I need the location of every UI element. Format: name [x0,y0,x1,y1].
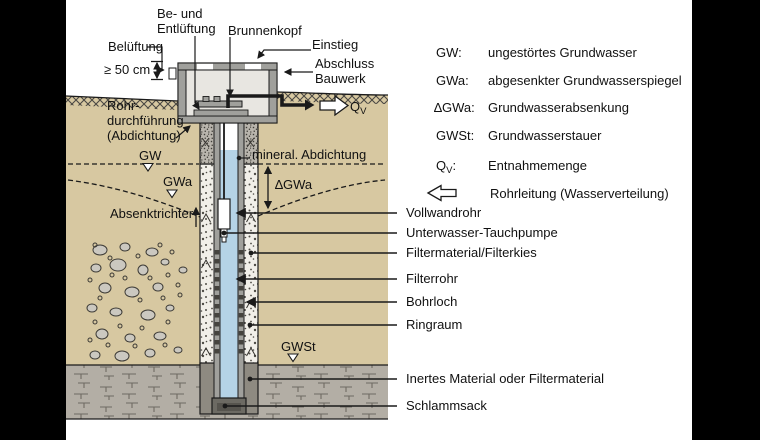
water-level-triangles [141,162,300,363]
entry-opening [197,63,213,70]
label-abschluss-bauwerk: Abschluss Bauwerk [315,56,375,86]
label-qv: QV [350,99,367,117]
callout-dots [221,230,254,409]
left-letterbox [0,0,66,440]
right-letterbox [692,0,760,440]
callout-inertes-material: Inertes Material oder Filtermaterial [406,371,604,386]
callout-leader-lines [224,207,397,407]
discharge-pipe [226,94,350,117]
label-delta-gwa: ∆GWa [275,177,313,192]
label-absenktrichter: Absenktrichter [110,206,194,221]
label-mineral-abdichtung: mineral. Abdichtung [252,147,367,162]
legend-desc-gw: ungestörtes Grundwasser [488,45,637,60]
gwst-triangle [286,353,300,363]
legend-term-gwst: GWSt: [436,128,475,143]
legend-desc-qv: Entnahmemenge [488,158,588,173]
legend-desc-gwst: Grundwasserstauer [488,128,602,143]
legend-term-qv: QV: [436,158,457,176]
label-rohrdurchfuehrung: Rohr- durchführung (Abdichtung) [107,98,184,143]
label-einstieg: Einstieg [312,37,359,52]
callout-filtermaterial-filterkies: Filtermaterial/Filterkies [406,245,537,260]
pipe-legend-arrow [426,184,457,202]
well-pipe [211,107,247,415]
legend-term-delta-gwa: ∆GWa: [434,100,475,115]
flow-arrow [319,94,350,117]
legend-term-gw: GW: [436,45,462,60]
soil-pebbles [86,242,188,362]
gw-triangle [141,162,155,172]
label-brunnenkopf: Brunnenkopf [228,23,302,38]
legend-desc-rohrleitung: Rohrleitung (Wasserverteilung) [490,186,669,201]
label-be-und-entlueftung: Be- und Entlüftung [157,6,216,36]
callout-vollwandrohr: Vollwandrohr [406,205,482,220]
callout-filterrohr: Filterrohr [406,271,459,286]
label-gw: GW [139,148,162,163]
entry-opening [245,63,261,70]
groundwater-lines [67,163,386,227]
callout-bohrloch: Bohrloch [406,294,458,309]
label-gwst: GWSt [281,339,316,354]
aeration-vent [168,67,177,80]
wellhead-chamber [168,62,278,124]
callout-ringraum: Ringraum [406,317,463,332]
label-belueftung: Belüftung [108,39,163,54]
legend-desc-gwa: abgesenkter Grundwasserspiegel [488,73,682,88]
legend-term-gwa: GWa: [436,73,469,88]
filter-slots [214,250,244,354]
gwa-triangle [165,189,179,199]
label-min-height: ≥ 50 cm [104,62,151,77]
callout-unterwasser-tauchpumpe: Unterwasser-Tauchpumpe [406,225,558,240]
label-gwa: GWa [163,174,193,189]
callout-schlammsack: Schlammsack [406,398,487,413]
legend-desc-delta-gwa: Grundwasserabsenkung [488,100,629,115]
